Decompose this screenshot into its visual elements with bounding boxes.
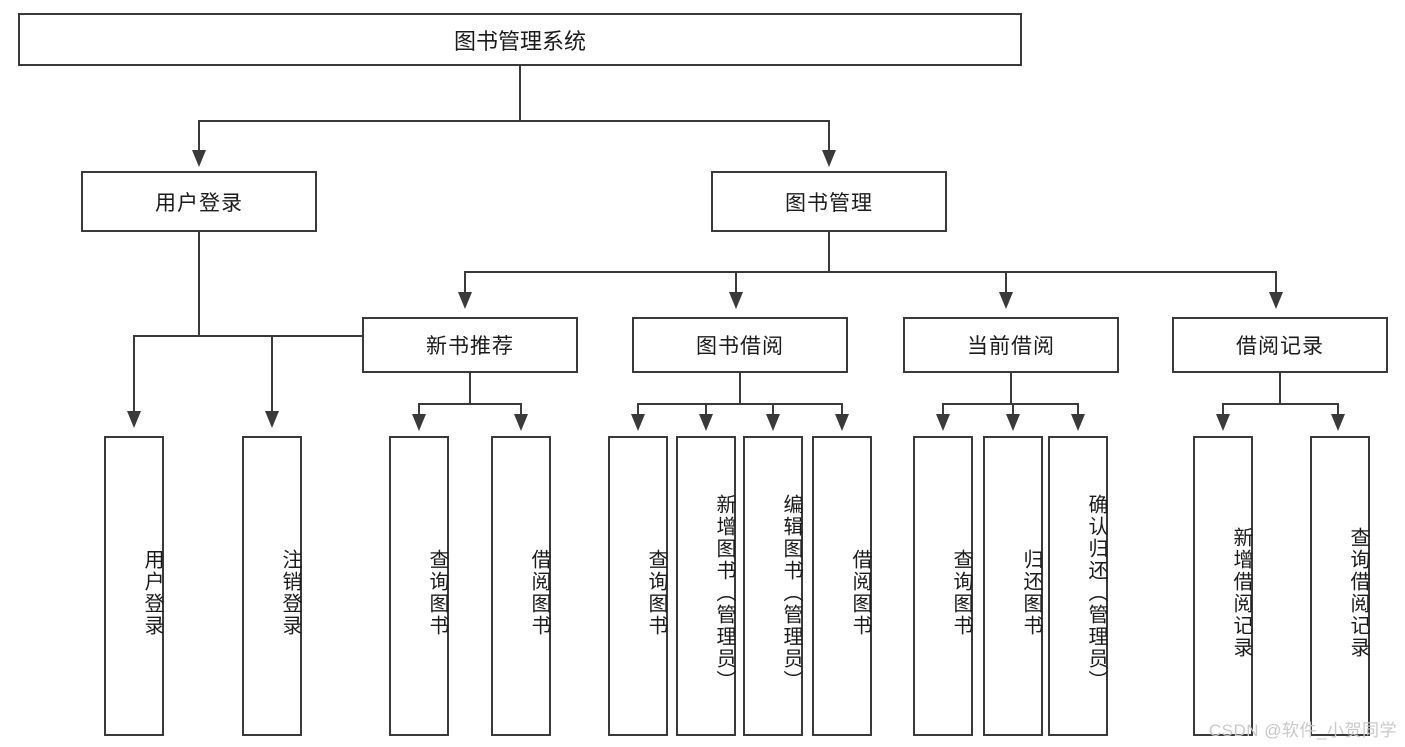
node-leaf-query-book-new[interactable]: 查询图书 bbox=[389, 436, 449, 736]
node-book-borrow[interactable]: 图书借阅 bbox=[632, 317, 848, 373]
node-label: 借阅记录 bbox=[1236, 335, 1324, 358]
node-leaf-borrow-book-new[interactable]: 借阅图书 bbox=[491, 436, 551, 736]
connector-book-borrow-bus bbox=[637, 403, 842, 405]
connector-level3-drop-2 bbox=[735, 271, 737, 292]
connector-new-book-stem bbox=[469, 373, 471, 404]
connector-user-login-drop-2 bbox=[271, 335, 273, 411]
connector-current-borrow-stem bbox=[1010, 373, 1012, 404]
node-label: 查询图书 bbox=[645, 549, 667, 637]
arrow-to-new-book bbox=[458, 292, 472, 309]
node-label: 新增借阅记录 bbox=[1230, 527, 1252, 659]
node-label: 图书借阅 bbox=[696, 335, 784, 358]
node-leaf-user-login[interactable]: 用户登录 bbox=[104, 436, 164, 736]
connector-new-book-drop-2 bbox=[520, 403, 522, 414]
node-label: 确认归还（管理员） bbox=[1085, 494, 1107, 692]
node-leaf-logout[interactable]: 注销登录 bbox=[242, 436, 302, 736]
connector-current-borrow-drop-1 bbox=[942, 403, 944, 414]
node-label: 查询图书 bbox=[950, 549, 972, 637]
arrow-to-leaf-query-record bbox=[1331, 414, 1345, 431]
node-label: 查询借阅记录 bbox=[1347, 527, 1369, 659]
connector-book-borrow-drop-2 bbox=[705, 403, 707, 414]
arrow-to-borrow-record bbox=[1269, 292, 1283, 309]
connector-book-borrow-drop-3 bbox=[772, 403, 774, 414]
connector-current-borrow-drop-3 bbox=[1077, 403, 1079, 414]
connector-new-book-bus bbox=[418, 403, 522, 405]
arrow-to-leaf-borrow-book-1 bbox=[514, 414, 528, 431]
connector-level2-drop-left bbox=[198, 120, 200, 150]
node-leaf-add-book[interactable]: 新增图书（管理员） bbox=[676, 436, 736, 736]
arrow-to-leaf-confirm-return bbox=[1071, 414, 1085, 431]
connector-book-management-stem bbox=[828, 232, 830, 273]
node-leaf-add-borrow-record[interactable]: 新增借阅记录 bbox=[1193, 436, 1253, 736]
arrow-to-leaf-borrow-book-2 bbox=[835, 414, 849, 431]
connector-user-login-stem bbox=[198, 232, 200, 336]
node-label: 归还图书 bbox=[1020, 549, 1042, 637]
node-root-system[interactable]: 图书管理系统 bbox=[18, 13, 1022, 66]
arrow-to-user-login bbox=[192, 150, 206, 167]
connector-borrow-record-stem bbox=[1279, 373, 1281, 404]
connector-level3-drop-3 bbox=[1005, 271, 1007, 292]
node-leaf-query-borrow-record[interactable]: 查询借阅记录 bbox=[1310, 436, 1370, 736]
connector-root-stem bbox=[519, 66, 521, 121]
arrow-to-leaf-query-book-1 bbox=[412, 414, 426, 431]
arrow-to-book-borrow bbox=[729, 292, 743, 309]
connector-level3-drop-4 bbox=[1275, 271, 1277, 292]
connector-borrow-record-drop-2 bbox=[1337, 403, 1339, 414]
arrow-to-leaf-query-book-2 bbox=[631, 414, 645, 431]
node-label: 注销登录 bbox=[279, 549, 301, 637]
arrow-to-leaf-add-book bbox=[699, 414, 713, 431]
node-borrow-record[interactable]: 借阅记录 bbox=[1172, 317, 1388, 373]
node-leaf-return-book[interactable]: 归还图书 bbox=[983, 436, 1043, 736]
connector-book-borrow-stem bbox=[739, 373, 741, 404]
node-label: 编辑图书（管理员） bbox=[780, 494, 802, 692]
node-leaf-borrow-book[interactable]: 借阅图书 bbox=[812, 436, 872, 736]
connector-book-borrow-drop-1 bbox=[637, 403, 639, 414]
connector-user-login-bus bbox=[133, 335, 403, 337]
node-label: 新增图书（管理员） bbox=[713, 494, 735, 692]
connector-current-borrow-bus bbox=[942, 403, 1078, 405]
node-label: 图书管理 bbox=[785, 191, 873, 215]
arrow-to-leaf-return-book bbox=[1006, 414, 1020, 431]
connector-borrow-record-drop-1 bbox=[1222, 403, 1224, 414]
node-leaf-query-book-borrow[interactable]: 查询图书 bbox=[608, 436, 668, 736]
node-label: 借阅图书 bbox=[849, 549, 871, 637]
connector-level3-bus bbox=[464, 271, 1276, 273]
node-label: 借阅图书 bbox=[528, 549, 550, 637]
node-leaf-edit-book[interactable]: 编辑图书（管理员） bbox=[743, 436, 803, 736]
arrow-to-leaf-query-book-3 bbox=[936, 414, 950, 431]
arrow-to-leaf-user-login bbox=[127, 411, 141, 428]
node-leaf-confirm-return[interactable]: 确认归还（管理员） bbox=[1048, 436, 1108, 736]
node-leaf-query-book-current[interactable]: 查询图书 bbox=[913, 436, 973, 736]
arrow-to-leaf-edit-book bbox=[766, 414, 780, 431]
node-label: 图书管理系统 bbox=[453, 28, 586, 54]
connector-borrow-record-bus bbox=[1222, 403, 1339, 405]
connector-book-borrow-drop-4 bbox=[841, 403, 843, 414]
node-label: 查询图书 bbox=[426, 549, 448, 637]
connector-new-book-drop-1 bbox=[418, 403, 420, 414]
node-label: 当前借阅 bbox=[967, 335, 1055, 358]
node-new-book-recommend[interactable]: 新书推荐 bbox=[362, 317, 578, 373]
connector-level3-drop-1 bbox=[464, 271, 466, 292]
arrow-to-book-management bbox=[822, 150, 836, 167]
node-label: 用户登录 bbox=[141, 549, 163, 637]
arrow-to-leaf-add-record bbox=[1216, 414, 1230, 431]
node-label: 用户登录 bbox=[155, 191, 243, 215]
arrow-to-leaf-logout bbox=[265, 411, 279, 428]
node-label: 新书推荐 bbox=[426, 335, 514, 358]
connector-level2-drop-right bbox=[828, 120, 830, 150]
connector-user-login-drop-1 bbox=[133, 335, 135, 411]
connector-current-borrow-drop-2 bbox=[1012, 403, 1014, 414]
connector-level2-bus bbox=[198, 120, 830, 122]
node-user-login[interactable]: 用户登录 bbox=[81, 171, 317, 232]
node-book-management[interactable]: 图书管理 bbox=[711, 171, 947, 232]
node-current-borrow[interactable]: 当前借阅 bbox=[903, 317, 1119, 373]
arrow-to-current-borrow bbox=[999, 292, 1013, 309]
